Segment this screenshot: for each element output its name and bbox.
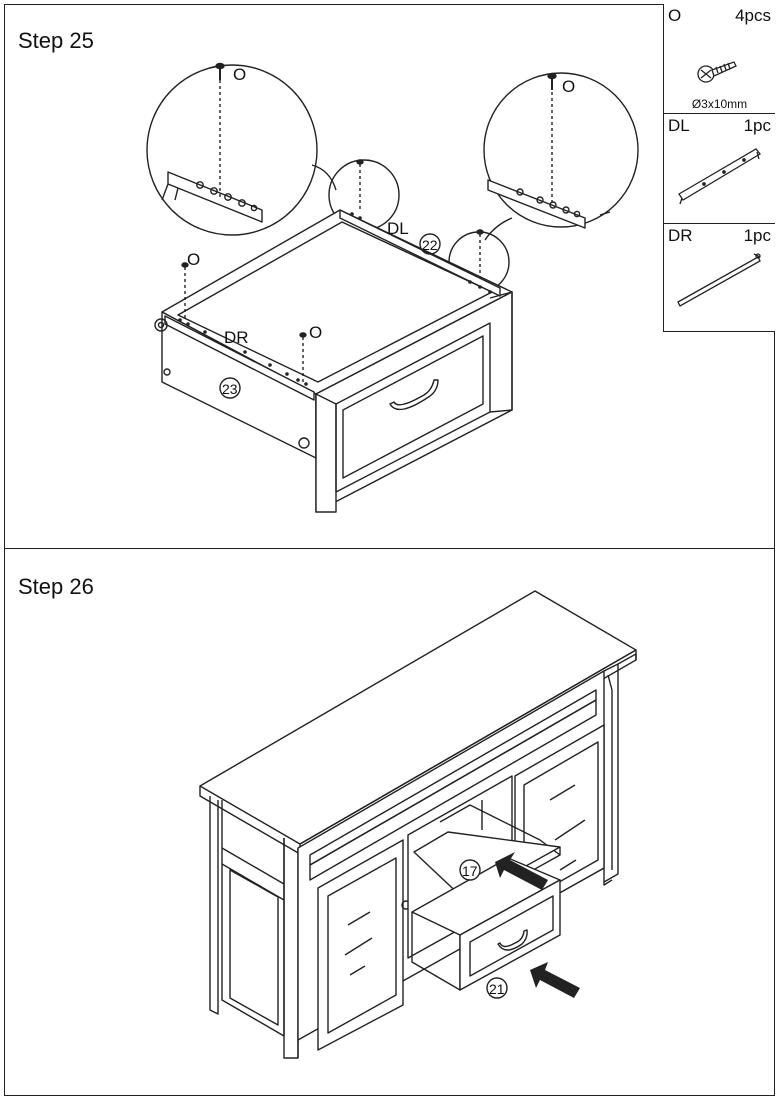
part-dimension: Ø3x10mm — [691, 97, 748, 111]
left-detail-magnifier — [146, 62, 337, 236]
part-code: DR — [668, 226, 693, 245]
part-dr: DR 1pc — [664, 224, 775, 331]
screw-icon — [697, 61, 737, 83]
part-dl: DL 1pc — [664, 114, 775, 224]
rail-right-label: DR — [224, 328, 249, 347]
screw-label: O — [233, 65, 246, 84]
part-quantity: 1pc — [743, 226, 771, 245]
right-detail-magnifier — [483, 72, 639, 241]
screw-label: O — [187, 250, 200, 269]
parts-list: O 4pcs Ø3x10mm DL 1pc DR 1pc — [663, 4, 775, 332]
step-25-title: Step 25 — [18, 28, 94, 53]
step-26-title: Step 26 — [18, 574, 94, 599]
part-number-label: 22 — [422, 237, 438, 253]
screw-icon — [299, 332, 307, 385]
part-quantity: 1pc — [743, 116, 771, 135]
part-o: O 4pcs Ø3x10mm — [664, 4, 775, 114]
screw-icon — [181, 262, 189, 318]
step-25-drawing: O O O O DL DR 22 23 — [146, 62, 639, 513]
part-number-label: 23 — [222, 381, 238, 397]
part-code: O — [668, 6, 682, 25]
screw-icon — [215, 62, 225, 80]
screw-label: O — [309, 323, 322, 342]
step-26-panel — [4, 548, 775, 1096]
rail-left-label: DL — [387, 219, 409, 238]
drawer-rail-left-icon — [678, 148, 761, 205]
screw-icon — [547, 72, 557, 90]
part-quantity: 4pcs — [735, 6, 771, 25]
screw-label: O — [562, 77, 575, 96]
screw-icon — [356, 159, 364, 212]
part-code: DL — [668, 116, 690, 135]
drawer-box — [154, 209, 513, 513]
drawer-rail-right-icon — [677, 253, 761, 307]
